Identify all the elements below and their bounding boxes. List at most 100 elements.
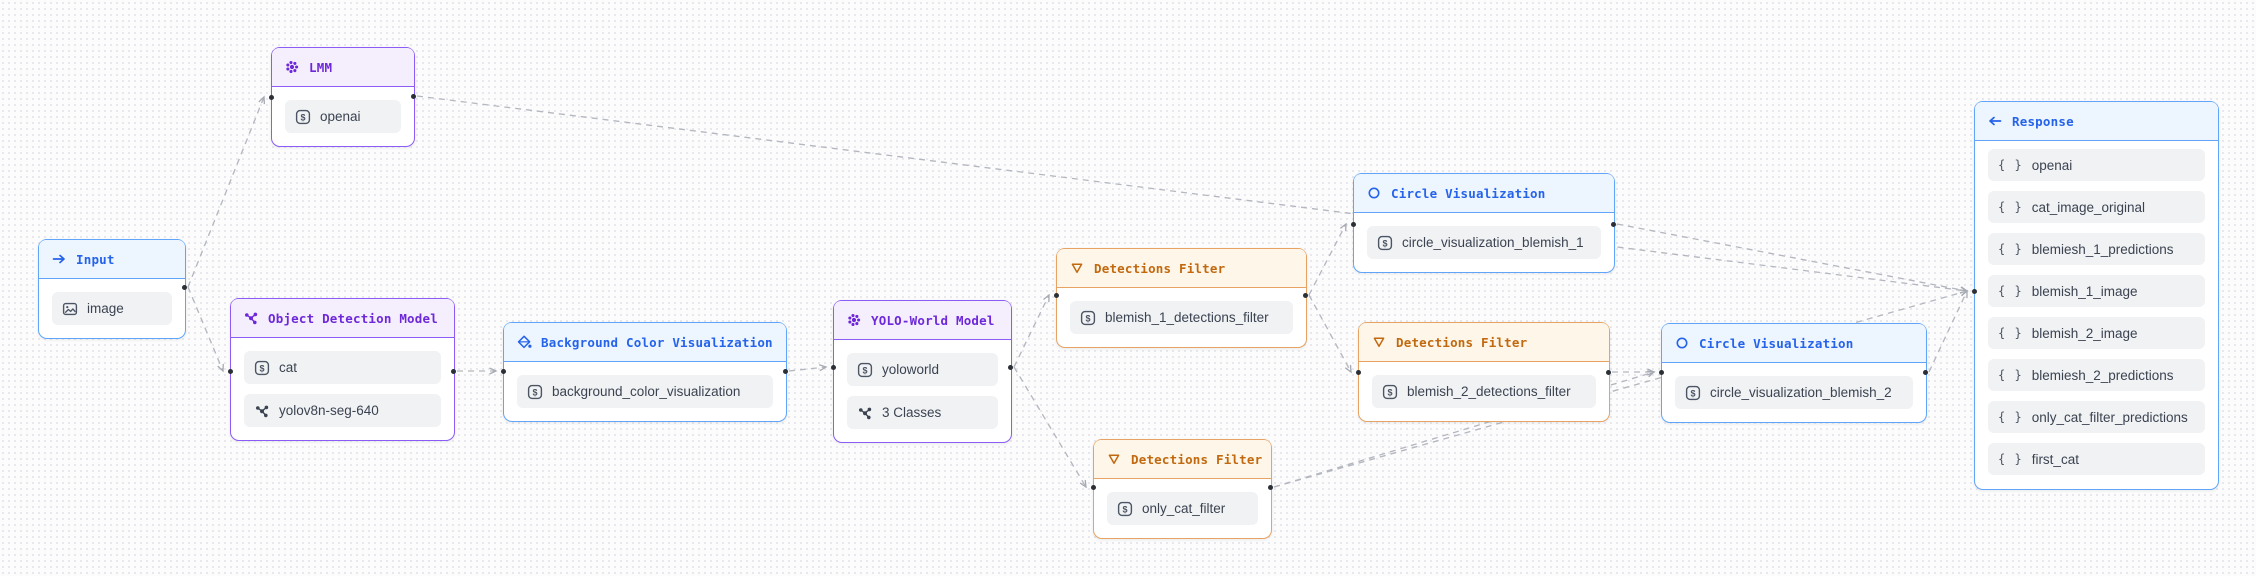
edge-df_blemish_1-cv_blemish_1: [1308, 224, 1346, 296]
row-label: circle_visualization_blemish_2: [1710, 385, 1892, 400]
molecule-icon: [256, 405, 269, 417]
node-header[interactable]: Circle Visualization: [1354, 174, 1614, 213]
node-row[interactable]: $blemish_2_detections_filter: [1372, 375, 1596, 408]
node-header[interactable]: Response: [1975, 102, 2218, 141]
connection-handle-left[interactable]: [1053, 292, 1059, 298]
response-item[interactable]: { }only_cat_filter_predictions: [1988, 401, 2205, 433]
node-df_blemish_2[interactable]: Detections Filter $blemish_2_detections_f…: [1358, 322, 1610, 422]
response-item[interactable]: { }blemiesh_1_predictions: [1988, 233, 2205, 265]
node-bcv[interactable]: Background Color Visualization $backgroun…: [503, 322, 787, 422]
node-yolo_world[interactable]: YOLO-World Model $yoloworld 3 Classes: [833, 300, 1012, 443]
response-item[interactable]: { } cat_image_original: [1988, 191, 2205, 223]
connection-handle-left[interactable]: [500, 368, 506, 374]
row-label: only_cat_filter: [1142, 501, 1226, 516]
node-title: Background Color Visualization: [541, 334, 773, 350]
node-row[interactable]: $yoloworld: [847, 353, 998, 386]
node-body: image: [39, 279, 185, 338]
node-header[interactable]: Detections Filter: [1359, 323, 1609, 362]
node-title: Object Detection Model: [268, 310, 438, 326]
row-label: blemish_1_detections_filter: [1105, 310, 1269, 325]
gear-icon: [286, 60, 299, 74]
node-row[interactable]: yolov8n-seg-640: [244, 394, 441, 427]
node-cv_blemish_2[interactable]: Circle Visualization $circle_visualizatio…: [1661, 323, 1927, 423]
response-item[interactable]: { }blemish_2_image: [1988, 317, 2205, 349]
edge-lmm-response: [416, 95, 1967, 291]
svg-text:$: $: [259, 363, 264, 373]
node-cv_blemish_1[interactable]: Circle Visualization $circle_visualizatio…: [1353, 173, 1615, 273]
connection-handle-right[interactable]: [782, 368, 788, 374]
connection-handle-left[interactable]: [1090, 484, 1096, 490]
node-title: Input: [76, 251, 115, 267]
node-title: LMM: [309, 59, 333, 75]
node-row[interactable]: $ blemish_1_detections_filter: [1070, 301, 1293, 334]
row-label: blemiesh_2_predictions: [2031, 367, 2174, 383]
connection-handle-left[interactable]: [268, 94, 274, 100]
arrow-left-icon: [1989, 116, 2002, 126]
circle-icon: [1368, 187, 1380, 199]
node-body: $yoloworld 3 Classes: [834, 340, 1011, 442]
node-odm[interactable]: Object Detection Model $cat yolov8n-seg-64…: [230, 298, 455, 441]
node-header[interactable]: Detections Filter: [1094, 440, 1271, 479]
node-row[interactable]: image: [52, 292, 172, 325]
dollar-icon: $: [1377, 235, 1393, 250]
braces-icon: { }: [1998, 200, 2023, 214]
node-row[interactable]: $circle_visualization_blemish_1: [1367, 226, 1601, 259]
svg-text:$: $: [1382, 238, 1387, 248]
connection-handle-left[interactable]: [1658, 369, 1664, 375]
connection-handle-right[interactable]: [450, 368, 456, 374]
row-label: blemish_2_image: [2031, 325, 2138, 341]
node-row[interactable]: $only_cat_filter: [1107, 492, 1258, 525]
paint-bucket-icon: [517, 335, 532, 349]
node-lmm[interactable]: LMM $openai: [271, 47, 415, 147]
node-title: Circle Visualization: [1699, 335, 1854, 351]
node-body: $cat yolov8n-seg-640: [231, 338, 454, 440]
row-label: blemish_2_detections_filter: [1407, 384, 1571, 399]
node-header[interactable]: LMM: [272, 48, 414, 87]
node-row[interactable]: $circle_visualization_blemish_2: [1675, 376, 1913, 409]
row-label: cat_image_original: [2031, 199, 2146, 215]
node-row[interactable]: $background_color_visualization: [517, 375, 773, 408]
node-header[interactable]: Input: [39, 240, 185, 279]
node-title: Detections Filter: [1131, 451, 1263, 467]
node-title: YOLO-World Model: [871, 312, 995, 328]
response-item[interactable]: { }first_cat: [1988, 443, 2205, 475]
connection-handle-left[interactable]: [1350, 221, 1356, 227]
connection-handle-right[interactable]: [181, 284, 187, 290]
dollar-icon: $: [1080, 310, 1096, 325]
connection-handle-left[interactable]: [1971, 288, 1977, 294]
row-label: 3 Classes: [882, 405, 942, 420]
connection-handle-right[interactable]: [1267, 484, 1273, 490]
response-item[interactable]: { }blemish_1_image: [1988, 275, 2205, 307]
node-input[interactable]: Input image: [38, 239, 186, 339]
connection-handle-right[interactable]: [1302, 292, 1308, 298]
edge-bcv-yolo_world: [788, 367, 826, 372]
node-body: $circle_visualization_blemish_1: [1354, 213, 1614, 272]
response-item[interactable]: { }blemiesh_2_predictions: [1988, 359, 2205, 391]
connection-handle-left[interactable]: [227, 368, 233, 374]
connection-handle-right[interactable]: [1007, 364, 1013, 370]
node-row[interactable]: $cat: [244, 351, 441, 384]
connection-handle-left[interactable]: [1355, 369, 1361, 375]
node-response[interactable]: Response{ }openai{ }cat_image_original{ …: [1974, 101, 2219, 490]
connection-handle-right[interactable]: [410, 93, 416, 99]
response-item[interactable]: { }openai: [1988, 149, 2205, 181]
node-row[interactable]: $openai: [285, 100, 401, 133]
connection-handle-left[interactable]: [830, 364, 836, 370]
node-header[interactable]: Object Detection Model: [231, 299, 454, 338]
node-df_only_cat[interactable]: Detections Filter $only_cat_filter: [1093, 439, 1272, 539]
node-header[interactable]: Detections Filter: [1057, 249, 1306, 288]
node-title: Circle Visualization: [1391, 185, 1546, 201]
funnel-icon: [1071, 263, 1083, 274]
dollar-icon: $: [527, 384, 543, 399]
funnel-icon: [1373, 337, 1385, 348]
connection-handle-right[interactable]: [1922, 369, 1928, 375]
node-header[interactable]: YOLO-World Model: [834, 301, 1011, 340]
node-header[interactable]: Circle Visualization: [1662, 324, 1926, 363]
row-label: blemish_1_image: [2031, 283, 2138, 299]
node-df_blemish_1[interactable]: Detections Filter $ blemish_1_detections_f…: [1056, 248, 1307, 348]
connection-handle-right[interactable]: [1610, 221, 1616, 227]
node-row[interactable]: 3 Classes: [847, 396, 998, 429]
connection-handle-right[interactable]: [1605, 369, 1611, 375]
node-header[interactable]: Background Color Visualization: [504, 323, 786, 362]
